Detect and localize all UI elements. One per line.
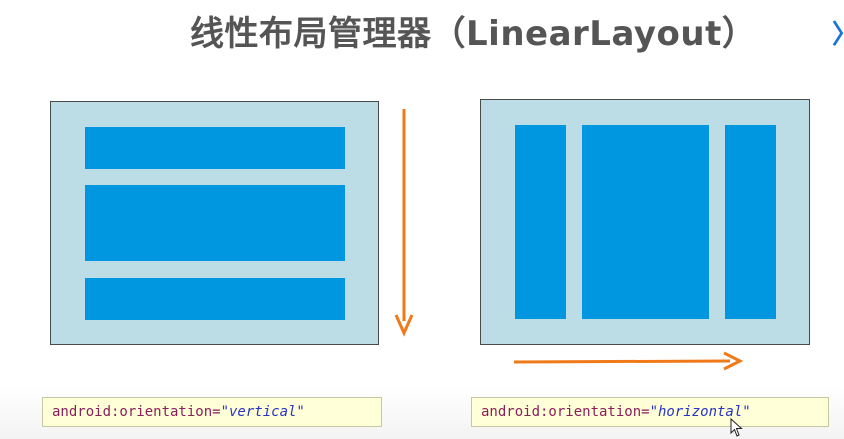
code-attribute: android:orientation= <box>481 404 650 420</box>
vertical-block-3 <box>85 278 345 320</box>
vertical-block-2 <box>85 185 345 261</box>
horizontal-block-3 <box>725 125 776 319</box>
vertical-orientation-code: android:orientation="vertical" <box>42 397 382 427</box>
code-value: "horizontal" <box>649 404 751 420</box>
horizontal-layout-panel <box>480 99 810 345</box>
slide-title: 线性布局管理器（LinearLayout） <box>190 14 757 54</box>
horizontal-block-2 <box>582 125 709 319</box>
mouse-pointer-icon <box>730 418 743 437</box>
vertical-block-1 <box>85 127 345 169</box>
code-attribute: android:orientation= <box>52 404 221 420</box>
horizontal-block-1 <box>515 125 566 319</box>
vertical-layout-panel <box>50 101 379 345</box>
chevron-right-icon: 〉 <box>832 22 844 48</box>
vertical-direction-arrow <box>394 109 414 337</box>
horizontal-orientation-code: android:orientation="horizontal" <box>471 397 829 427</box>
code-value: "vertical" <box>220 404 305 420</box>
horizontal-direction-arrow <box>513 351 744 371</box>
